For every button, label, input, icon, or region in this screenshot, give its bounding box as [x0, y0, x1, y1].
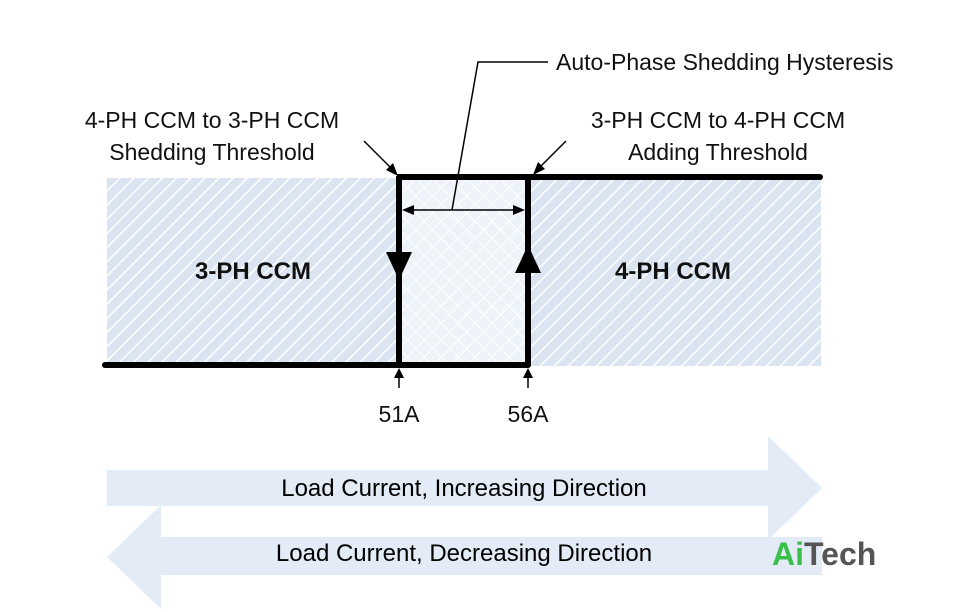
increasing-direction-arrow: [107, 436, 822, 540]
adding-threshold-line1: 3-PH CCM to 4-PH CCM: [591, 107, 845, 133]
adding-tick-arrow-icon: [523, 368, 533, 378]
aitech-logo: AiTech: [772, 536, 876, 572]
region-4ph-label: 4-PH CCM: [615, 258, 731, 285]
down-arrow-icon: [386, 252, 412, 280]
decreasing-direction-arrow: [107, 505, 822, 609]
logo-part-ai: Ai: [772, 536, 804, 572]
region-3ph-label: 3-PH CCM: [195, 258, 311, 285]
decreasing-direction-label: Load Current, Decreasing Direction: [276, 540, 652, 567]
adding-leader-arrowhead-icon: [533, 162, 545, 175]
adding-value-label: 56A: [508, 401, 550, 427]
shedding-value-label: 51A: [379, 401, 421, 427]
shedding-tick-arrow-icon: [394, 368, 404, 378]
region-3ph: [107, 178, 399, 366]
increasing-direction-label: Load Current, Increasing Direction: [281, 475, 647, 502]
logo-part-tech: Tech: [804, 536, 876, 572]
shedding-threshold-line1: 4-PH CCM to 3-PH CCM: [85, 107, 339, 133]
adding-leader-line: [538, 140, 567, 169]
hysteresis-leader-line: [451, 61, 548, 211]
hysteresis-right-arrowhead-icon: [513, 205, 525, 215]
region-hysteresis: [399, 178, 528, 366]
shedding-leader-arrowhead-icon: [386, 163, 398, 176]
shedding-leader-line: [363, 140, 393, 170]
hysteresis-left-arrowhead-icon: [402, 205, 414, 215]
up-arrow-icon: [515, 245, 541, 273]
region-4ph: [528, 178, 821, 366]
hysteresis-label: Auto-Phase Shedding Hysteresis: [556, 49, 894, 75]
adding-threshold-line2: Adding Threshold: [628, 139, 808, 165]
shedding-threshold-line2: Shedding Threshold: [109, 139, 314, 165]
